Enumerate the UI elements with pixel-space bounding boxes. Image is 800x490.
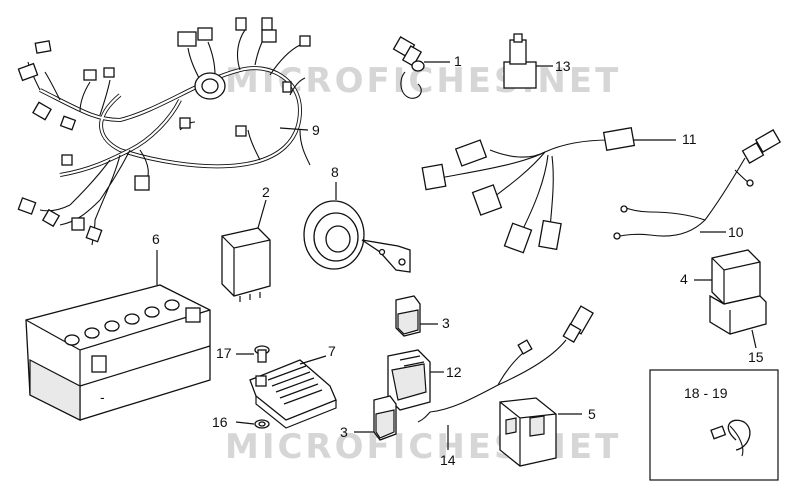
voltage-regulator[interactable]	[249, 355, 337, 429]
callout-17[interactable]: 17	[216, 345, 232, 361]
callout-1[interactable]: 1	[454, 53, 462, 69]
callout-15[interactable]: 15	[748, 349, 764, 365]
relay-with-socket[interactable]	[694, 249, 767, 349]
callout-5[interactable]: 5	[588, 406, 596, 422]
small-wiring-harness[interactable]	[613, 129, 782, 240]
inset-box-cable-tie	[649, 369, 779, 481]
relay[interactable]	[221, 199, 271, 302]
rubber-cover[interactable]	[499, 397, 582, 467]
callout-6[interactable]: 6	[152, 231, 160, 247]
leader-9	[279, 127, 309, 131]
fuse-holder[interactable]	[387, 349, 444, 411]
sub-wiring-harness[interactable]	[421, 126, 676, 254]
callout-13[interactable]: 13	[555, 58, 571, 74]
cable-tie-head[interactable]	[710, 425, 727, 440]
fuse-upper[interactable]	[395, 295, 438, 337]
watermark-bottom: MICROFICHES.NET	[225, 427, 621, 467]
callout-16[interactable]: 16	[212, 414, 228, 430]
battery[interactable]: -	[25, 250, 211, 421]
callout-3-lower[interactable]: 3	[340, 424, 348, 440]
callout-10[interactable]: 10	[728, 224, 744, 240]
battery-minus-symbol: -	[100, 389, 105, 405]
bulb-socket[interactable]	[392, 36, 450, 99]
wire-lead[interactable]	[417, 305, 594, 450]
callout-2[interactable]: 2	[262, 184, 270, 200]
cable-tie[interactable]	[727, 419, 751, 451]
callout-7[interactable]: 7	[328, 343, 336, 359]
horn[interactable]	[303, 182, 411, 273]
bolt[interactable]	[236, 345, 270, 363]
callout-11[interactable]: 11	[682, 131, 697, 147]
callout-18-19[interactable]: 18 - 19	[684, 385, 728, 401]
callout-8[interactable]: 8	[331, 164, 339, 180]
main-wiring-harness[interactable]	[17, 17, 311, 246]
callout-12[interactable]: 12	[446, 364, 462, 380]
callout-4[interactable]: 4	[680, 271, 688, 287]
callout-9[interactable]: 9	[312, 122, 320, 138]
nut[interactable]	[235, 419, 270, 429]
blade-fuse[interactable]	[503, 33, 553, 89]
fuse-lower[interactable]	[354, 395, 397, 441]
callout-14[interactable]: 14	[440, 452, 456, 468]
callout-3-upper[interactable]: 3	[442, 315, 450, 331]
